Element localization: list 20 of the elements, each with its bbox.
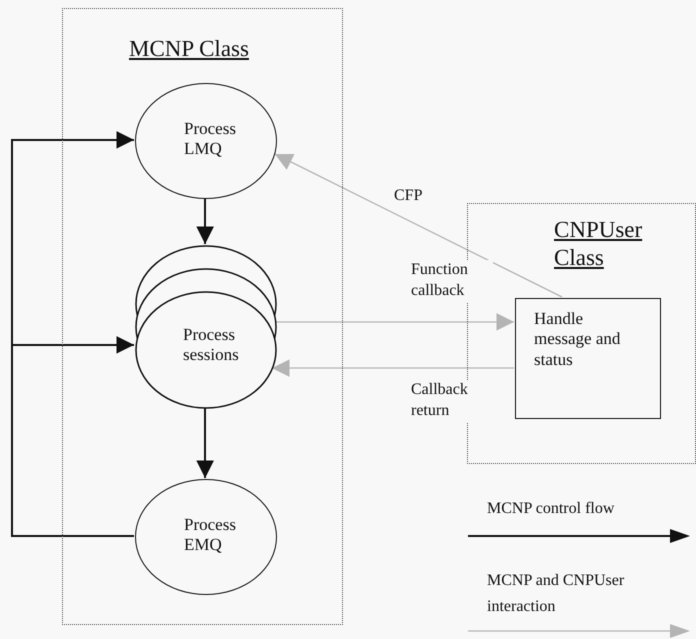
node-label: Handle message and status [534, 309, 622, 370]
arrow [272, 359, 514, 377]
arrow [276, 313, 514, 331]
stacked-process-ellipses [135, 245, 277, 409]
arrow [196, 408, 214, 478]
process-ellipse [135, 479, 277, 595]
class-title: MCNP Class [129, 35, 249, 63]
class-title: CNPUser Class [554, 216, 644, 272]
legend-label: MCNP and CNPUser interaction [487, 571, 626, 617]
arrow [196, 198, 214, 244]
node-label: Process sessions [183, 325, 240, 366]
arrow [11, 336, 134, 537]
class-boundary [62, 8, 343, 625]
process-ellipse [135, 83, 277, 199]
edge-label: Function callback [409, 260, 493, 302]
process-box [515, 298, 661, 419]
node-label: Process LMQ [184, 119, 237, 160]
legend-label: MCNP control flow [487, 499, 616, 519]
node-label: Process EMQ [184, 515, 237, 556]
arrow [274, 153, 562, 298]
